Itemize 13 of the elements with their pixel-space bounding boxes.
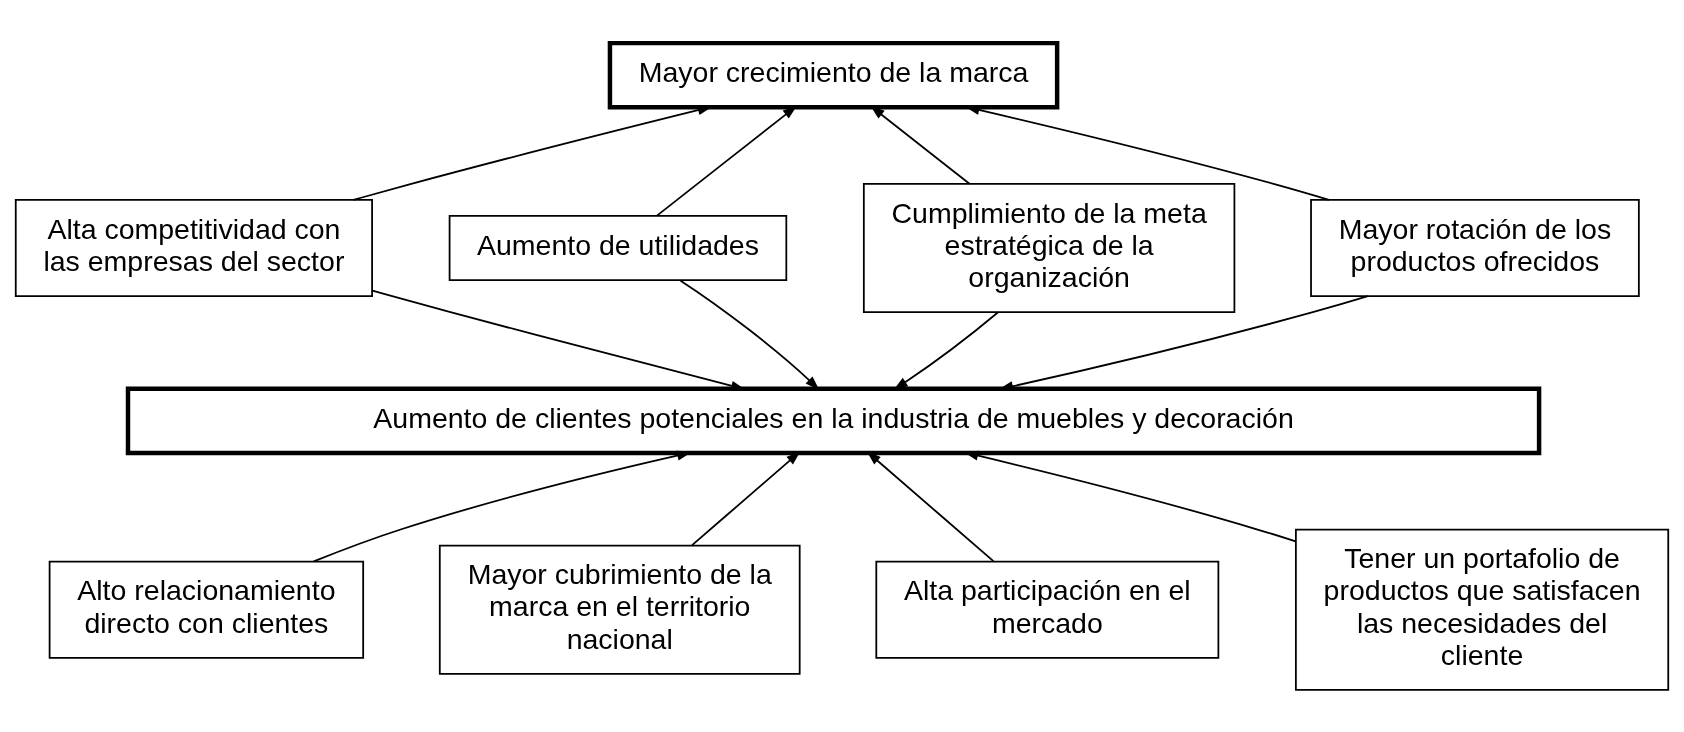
node-box: Alta competitividad con las empresas del sector [14,198,373,297]
node-box: Alta participación en el mercado [875,560,1220,659]
node-box: Mayor cubrimiento de la marca en el territorio nacional [438,544,801,675]
node-box: Aumento de clientes potenciales en la industria de muebles y decoración [125,386,1542,455]
node-box: Aumento de utilidades [448,214,788,281]
node-box: Cumplimiento de la meta estratégica de la organización [862,182,1236,313]
node-box: Tener un portafolio de productos que satisfacen las necesidades del cliente [1295,528,1670,691]
node-box: Mayor crecimiento de la marca [607,40,1060,109]
arrow [893,311,999,390]
node-box: Mayor rotación de los productos ofrecidos [1310,198,1640,297]
arrow [866,450,995,562]
arrow [679,279,820,390]
node-box: Alto relacionamiento directo con clientes [48,560,365,659]
